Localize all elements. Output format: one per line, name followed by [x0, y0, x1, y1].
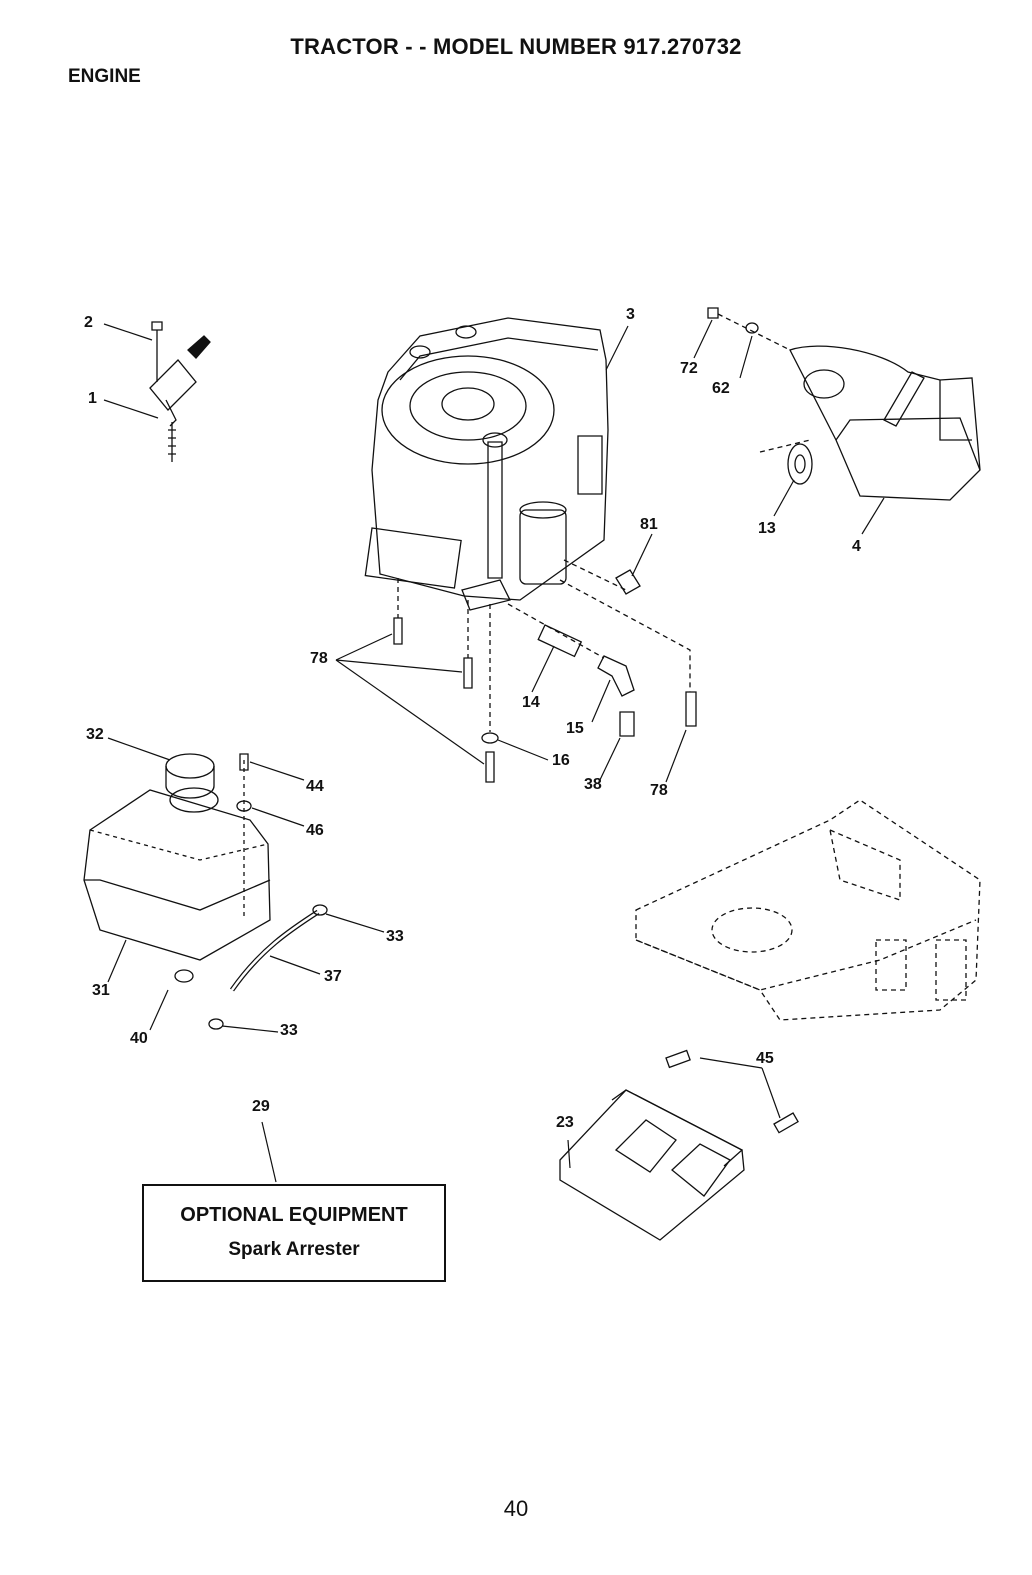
callout-46: 46 — [306, 822, 324, 840]
callout-29: 29 — [252, 1098, 270, 1116]
callout-45: 45 — [756, 1050, 774, 1068]
callout-1: 1 — [88, 390, 97, 408]
callout-40: 40 — [130, 1030, 148, 1048]
callout-72: 72 — [680, 360, 698, 378]
engine-drawing — [365, 318, 608, 610]
callout-3: 3 — [626, 306, 635, 324]
chassis-frame-drawing — [636, 800, 980, 1020]
heat-shield-drawing — [560, 1050, 798, 1240]
callout-14: 14 — [522, 694, 540, 712]
callout-44: 44 — [306, 778, 324, 796]
optional-equipment-box: OPTIONAL EQUIPMENT Spark Arrester — [142, 1184, 446, 1282]
optional-equipment-item: Spark Arrester — [144, 1239, 444, 1261]
callout-38: 38 — [584, 776, 602, 794]
callout-15: 15 — [566, 720, 584, 738]
page-number: 40 — [0, 1496, 1032, 1522]
muffler-drawing — [708, 308, 980, 500]
optional-equipment-heading: OPTIONAL EQUIPMENT — [144, 1204, 444, 1227]
callout-4: 4 — [852, 538, 861, 556]
callout-13: 13 — [758, 520, 776, 538]
callout-32: 32 — [86, 726, 104, 744]
callout-78-engine-bolts: 78 — [310, 650, 328, 668]
callout-2: 2 — [84, 314, 93, 332]
callout-81: 81 — [640, 516, 658, 534]
callout-33-lower: 33 — [280, 1022, 298, 1040]
fuel-fittings-drawing — [394, 560, 696, 782]
callout-37: 37 — [324, 968, 342, 986]
callout-23: 23 — [556, 1114, 574, 1132]
callout-33-upper: 33 — [386, 928, 404, 946]
callout-78-frame-bolt: 78 — [650, 782, 668, 800]
fuel-tank-drawing — [84, 754, 327, 1029]
callout-31: 31 — [92, 982, 110, 1000]
callout-62: 62 — [712, 380, 730, 398]
callout-16: 16 — [552, 752, 570, 770]
throttle-control-drawing — [150, 322, 210, 462]
